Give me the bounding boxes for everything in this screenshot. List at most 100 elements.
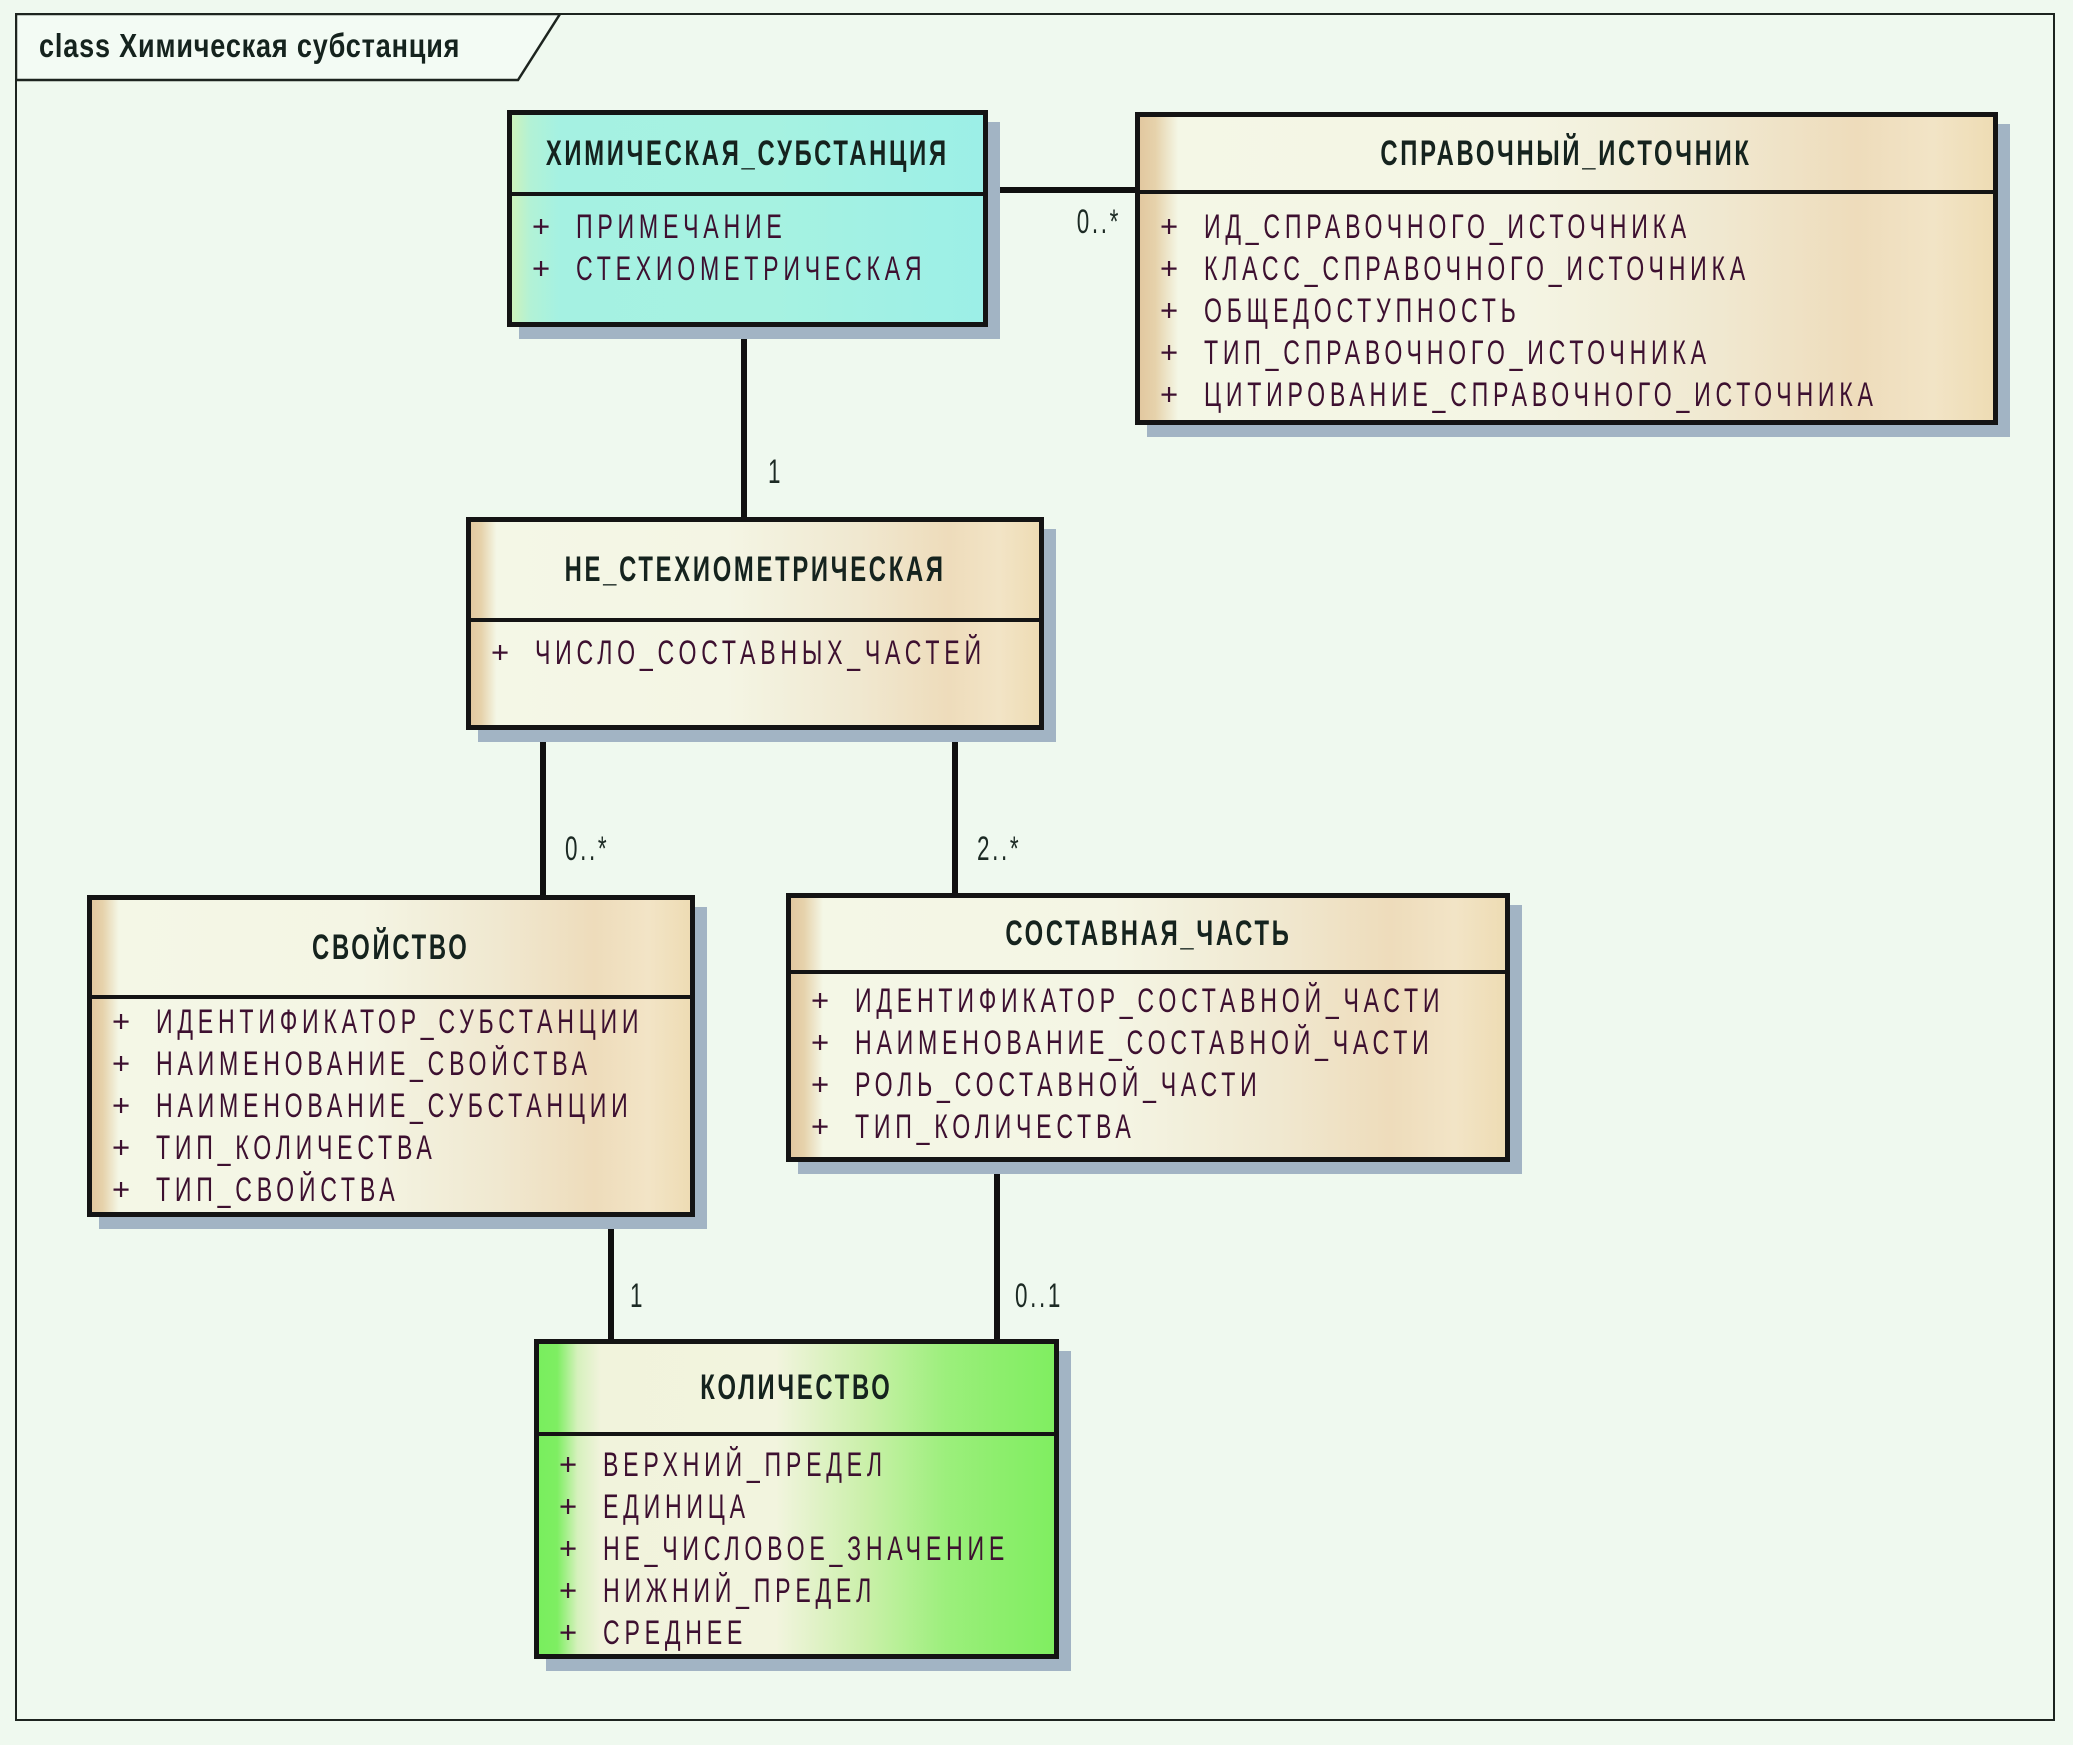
diagram-tab: class Химическая субстанция xyxy=(15,13,575,83)
class-name: СВОЙСТВО xyxy=(312,927,470,967)
visibility-plus-icon: + xyxy=(532,250,551,286)
attribute-row[interactable]: + КЛАСС_СПРАВОЧНОГО_ИСТОЧНИКА xyxy=(1140,248,1993,290)
attribute-row[interactable]: + НИЖНИЙ_ПРЕДЕЛ xyxy=(539,1570,1054,1612)
attribute-name: ТИП_КОЛИЧЕСТВА xyxy=(156,1128,437,1167)
class-name: СПРАВОЧНЫЙ_ИСТОЧНИК xyxy=(1380,133,1753,173)
attribute-name: ЧИСЛО_СОСТАВНЫХ_ЧАСТЕЙ xyxy=(535,633,986,672)
class-box-reference-source[interactable]: СПРАВОЧНЫЙ_ИСТОЧНИК + ИД_СПРАВОЧНОГО_ИСТ… xyxy=(1135,112,1998,425)
association-line-substance-refsource xyxy=(986,187,1137,193)
diagram-frame xyxy=(15,13,2055,1721)
association-line-nonstoich-property xyxy=(540,728,546,897)
class-attributes: + ИДЕНТИФИКАТОР_СОСТАВНОЙ_ЧАСТИ + НАИМЕН… xyxy=(791,974,1505,1148)
class-header: ХИМИЧЕСКАЯ_СУБСТАНЦИЯ xyxy=(512,115,983,196)
visibility-plus-icon: + xyxy=(112,1129,131,1165)
attribute-row[interactable]: + ТИП_СВОЙСТВА xyxy=(92,1169,690,1211)
class-attributes: + ЧИСЛО_СОСТАВНЫХ_ЧАСТЕЙ xyxy=(471,622,1039,674)
class-header: НЕ_СТЕХИОМЕТРИЧЕСКАЯ xyxy=(471,522,1039,622)
attribute-row[interactable]: + ИДЕНТИФИКАТОР_СОСТАВНОЙ_ЧАСТИ xyxy=(791,980,1505,1022)
attribute-row[interactable]: + ЕДИНИЦА xyxy=(539,1486,1054,1528)
attribute-row[interactable]: + СТЕХИОМЕТРИЧЕСКАЯ xyxy=(512,248,983,290)
multiplicity-label: 1 xyxy=(768,453,784,491)
class-box-chemical-substance[interactable]: ХИМИЧЕСКАЯ_СУБСТАНЦИЯ + ПРИМЕЧАНИЕ + СТЕ… xyxy=(507,110,988,327)
association-line-nonstoich-component xyxy=(952,728,958,895)
multiplicity-label: 0..1 xyxy=(1015,1277,1063,1315)
association-line-component-quantity xyxy=(994,1160,1000,1341)
association-line-substance-nonstoich xyxy=(741,325,747,519)
class-header: СВОЙСТВО xyxy=(92,900,690,999)
attribute-name: СРЕДНЕЕ xyxy=(603,1613,748,1652)
visibility-plus-icon: + xyxy=(811,1066,830,1102)
attribute-name: ТИП_СПРАВОЧНОГО_ИСТОЧНИКА xyxy=(1204,333,1711,372)
visibility-plus-icon: + xyxy=(1160,250,1179,286)
visibility-plus-icon: + xyxy=(559,1530,578,1566)
attribute-row[interactable]: + НАИМЕНОВАНИЕ_СВОЙСТВА xyxy=(92,1043,690,1085)
attribute-row[interactable]: + РОЛЬ_СОСТАВНОЙ_ЧАСТИ xyxy=(791,1064,1505,1106)
attribute-name: СТЕХИОМЕТРИЧЕСКАЯ xyxy=(576,249,927,288)
diagram-title: class Химическая субстанция xyxy=(39,27,461,64)
attribute-row[interactable]: + СРЕДНЕЕ xyxy=(539,1612,1054,1654)
multiplicity-label: 1 xyxy=(630,1277,646,1315)
attribute-name: РОЛЬ_СОСТАВНОЙ_ЧАСТИ xyxy=(855,1065,1262,1104)
attribute-row[interactable]: + ТИП_СПРАВОЧНОГО_ИСТОЧНИКА xyxy=(1140,332,1993,374)
class-box-non-stoichiometric[interactable]: НЕ_СТЕХИОМЕТРИЧЕСКАЯ + ЧИСЛО_СОСТАВНЫХ_Ч… xyxy=(466,517,1044,730)
attribute-row[interactable]: + ОБЩЕДОСТУПНОСТЬ xyxy=(1140,290,1993,332)
attribute-name: ИД_СПРАВОЧНОГО_ИСТОЧНИКА xyxy=(1204,207,1691,246)
class-header: КОЛИЧЕСТВО xyxy=(539,1344,1054,1436)
visibility-plus-icon: + xyxy=(811,1108,830,1144)
attribute-name: ТИП_КОЛИЧЕСТВА xyxy=(855,1107,1136,1146)
class-name: ХИМИЧЕСКАЯ_СУБСТАНЦИЯ xyxy=(546,133,949,173)
visibility-plus-icon: + xyxy=(112,1171,131,1207)
visibility-plus-icon: + xyxy=(112,1045,131,1081)
attribute-name: НАИМЕНОВАНИЕ_СУБСТАНЦИИ xyxy=(156,1086,633,1125)
visibility-plus-icon: + xyxy=(491,634,510,670)
attribute-row[interactable]: + НЕ_ЧИСЛОВОЕ_ЗНАЧЕНИЕ xyxy=(539,1528,1054,1570)
visibility-plus-icon: + xyxy=(1160,208,1179,244)
class-header: СОСТАВНАЯ_ЧАСТЬ xyxy=(791,898,1505,974)
visibility-plus-icon: + xyxy=(532,208,551,244)
attribute-name: НИЖНИЙ_ПРЕДЕЛ xyxy=(603,1571,877,1610)
visibility-plus-icon: + xyxy=(559,1446,578,1482)
visibility-plus-icon: + xyxy=(811,982,830,1018)
attribute-name: ИДЕНТИФИКАТОР_СОСТАВНОЙ_ЧАСТИ xyxy=(855,981,1445,1020)
attribute-name: ИДЕНТИФИКАТОР_СУБСТАНЦИИ xyxy=(156,1002,644,1041)
attribute-row[interactable]: + ТИП_КОЛИЧЕСТВА xyxy=(92,1127,690,1169)
attribute-row[interactable]: + ТИП_КОЛИЧЕСТВА xyxy=(791,1106,1505,1148)
association-line-property-quantity xyxy=(608,1213,614,1341)
attribute-row[interactable]: + НАИМЕНОВАНИЕ_СОСТАВНОЙ_ЧАСТИ xyxy=(791,1022,1505,1064)
multiplicity-label: 0..* xyxy=(565,830,610,868)
attribute-name: НЕ_ЧИСЛОВОЕ_ЗНАЧЕНИЕ xyxy=(603,1529,1010,1568)
class-header: СПРАВОЧНЫЙ_ИСТОЧНИК xyxy=(1140,117,1993,194)
class-attributes: + ИДЕНТИФИКАТОР_СУБСТАНЦИИ + НАИМЕНОВАНИ… xyxy=(92,999,690,1211)
multiplicity-label: 0..* xyxy=(1076,203,1121,241)
attribute-name: КЛАСС_СПРАВОЧНОГО_ИСТОЧНИКА xyxy=(1204,249,1750,288)
attribute-name: ТИП_СВОЙСТВА xyxy=(156,1170,400,1209)
class-attributes: + ВЕРХНИЙ_ПРЕДЕЛ + ЕДИНИЦА + НЕ_ЧИСЛОВОЕ… xyxy=(539,1436,1054,1654)
attribute-row[interactable]: + ЦИТИРОВАНИЕ_СПРАВОЧНОГО_ИСТОЧНИКА xyxy=(1140,374,1993,416)
attribute-name: ПРИМЕЧАНИЕ xyxy=(576,207,787,246)
class-box-property[interactable]: СВОЙСТВО + ИДЕНТИФИКАТОР_СУБСТАНЦИИ + НА… xyxy=(87,895,695,1217)
class-name: КОЛИЧЕСТВО xyxy=(700,1368,893,1407)
attribute-row[interactable]: + ИД_СПРАВОЧНОГО_ИСТОЧНИКА xyxy=(1140,206,1993,248)
visibility-plus-icon: + xyxy=(112,1087,131,1123)
class-box-component-part[interactable]: СОСТАВНАЯ_ЧАСТЬ + ИДЕНТИФИКАТОР_СОСТАВНО… xyxy=(786,893,1510,1162)
attribute-name: НАИМЕНОВАНИЕ_СОСТАВНОЙ_ЧАСТИ xyxy=(855,1023,1434,1062)
class-box-quantity[interactable]: КОЛИЧЕСТВО + ВЕРХНИЙ_ПРЕДЕЛ + ЕДИНИЦА + … xyxy=(534,1339,1059,1659)
class-name: СОСТАВНАЯ_ЧАСТЬ xyxy=(1004,914,1292,953)
visibility-plus-icon: + xyxy=(1160,292,1179,328)
attribute-row[interactable]: + НАИМЕНОВАНИЕ_СУБСТАНЦИИ xyxy=(92,1085,690,1127)
attribute-row[interactable]: + ВЕРХНИЙ_ПРЕДЕЛ xyxy=(539,1444,1054,1486)
visibility-plus-icon: + xyxy=(559,1572,578,1608)
attribute-row[interactable]: + ИДЕНТИФИКАТОР_СУБСТАНЦИИ xyxy=(92,1001,690,1043)
visibility-plus-icon: + xyxy=(1160,334,1179,370)
class-attributes: + ИД_СПРАВОЧНОГО_ИСТОЧНИКА + КЛАСС_СПРАВ… xyxy=(1140,194,1993,416)
diagram-tab-shape xyxy=(15,13,563,82)
visibility-plus-icon: + xyxy=(559,1614,578,1650)
attribute-row[interactable]: + ПРИМЕЧАНИЕ xyxy=(512,206,983,248)
attribute-name: ОБЩЕДОСТУПНОСТЬ xyxy=(1204,291,1521,330)
visibility-plus-icon: + xyxy=(1160,376,1179,412)
attribute-name: НАИМЕНОВАНИЕ_СВОЙСТВА xyxy=(156,1044,592,1083)
attribute-row[interactable]: + ЧИСЛО_СОСТАВНЫХ_ЧАСТЕЙ xyxy=(471,632,1039,674)
attribute-name: ВЕРХНИЙ_ПРЕДЕЛ xyxy=(603,1445,887,1484)
visibility-plus-icon: + xyxy=(811,1024,830,1060)
